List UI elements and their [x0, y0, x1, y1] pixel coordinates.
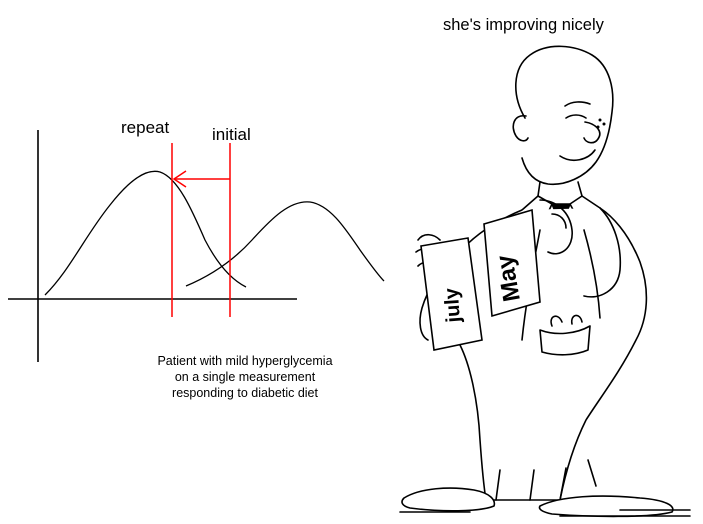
doctor-coat: [446, 208, 647, 500]
caption-line-2: on a single measurement: [175, 370, 316, 384]
initial-distribution-curve: [186, 202, 384, 286]
may-card: May: [484, 210, 540, 316]
doctor-shoe-right: [540, 496, 673, 516]
caption-line-1: Patient with mild hyperglycemia: [157, 354, 332, 368]
distribution-graph: repeat initial: [8, 118, 384, 362]
speech-caption: she's improving nicely: [443, 16, 605, 34]
label-repeat: repeat: [121, 118, 169, 137]
july-card-text: july: [441, 286, 465, 324]
label-initial: initial: [212, 125, 251, 144]
doctor-shoe-left: [402, 488, 494, 511]
doctor-head: [516, 46, 613, 184]
repeat-distribution-curve: [45, 171, 246, 295]
graph-caption: Patient with mild hyperglycemia on a sin…: [157, 354, 332, 400]
caption-line-3: responding to diabetic diet: [172, 386, 318, 400]
